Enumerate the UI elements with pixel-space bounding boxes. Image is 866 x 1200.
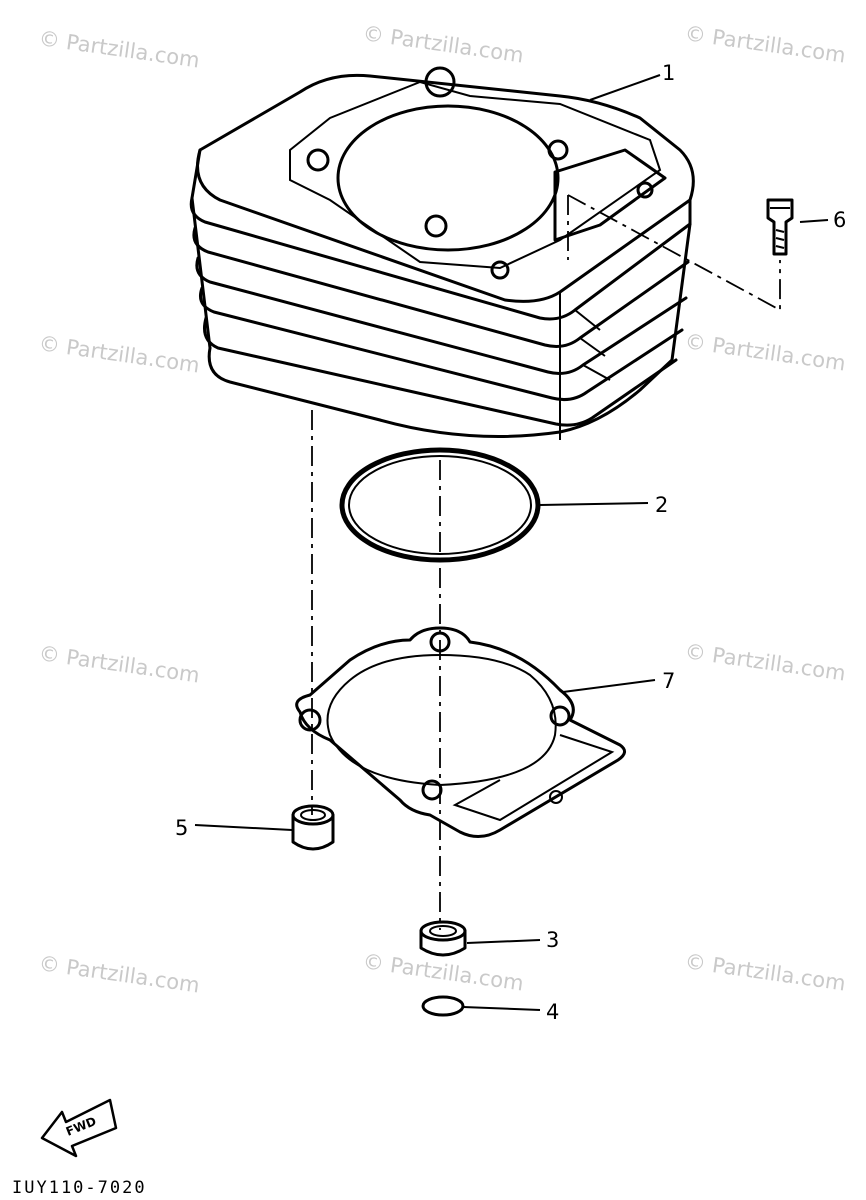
cylinder-bore <box>336 104 560 252</box>
dowel-pin-3 <box>419 920 467 957</box>
callouts: 1 2 3 4 5 6 7 <box>175 61 846 1024</box>
callout-4: 4 <box>546 1000 559 1024</box>
small-o-ring <box>421 995 465 1017</box>
drawing-code: IUY110-7020 <box>12 1178 147 1198</box>
watermark: © Partzilla.com <box>683 639 847 685</box>
callout-6: 6 <box>833 208 846 232</box>
watermark: © Partzilla.com <box>37 26 201 72</box>
watermark: © Partzilla.com <box>37 641 201 687</box>
cylinder-gasket <box>295 626 626 838</box>
cylinder-block <box>189 66 695 440</box>
watermark: © Partzilla.com <box>683 329 847 375</box>
watermark: © Partzilla.com <box>361 21 525 67</box>
watermark: © Partzilla.com <box>37 951 201 997</box>
watermark: © Partzilla.com <box>683 949 847 995</box>
fwd-arrow-icon: FWD <box>40 1098 118 1158</box>
callout-2: 2 <box>655 493 668 517</box>
assembly-lines <box>311 194 781 930</box>
callout-3: 3 <box>546 928 559 952</box>
watermark: © Partzilla.com <box>683 21 847 67</box>
cylinder-bolt <box>766 198 794 256</box>
callout-7: 7 <box>662 669 675 693</box>
leader-lines <box>194 74 829 1011</box>
dowel-pin-5 <box>291 804 335 851</box>
watermarks: © Partzilla.com © Partzilla.com © Partzi… <box>37 21 847 997</box>
watermark: © Partzilla.com <box>37 331 201 377</box>
fwd-label: FWD <box>64 1114 98 1139</box>
callout-1: 1 <box>662 61 675 85</box>
callout-5: 5 <box>175 816 188 840</box>
